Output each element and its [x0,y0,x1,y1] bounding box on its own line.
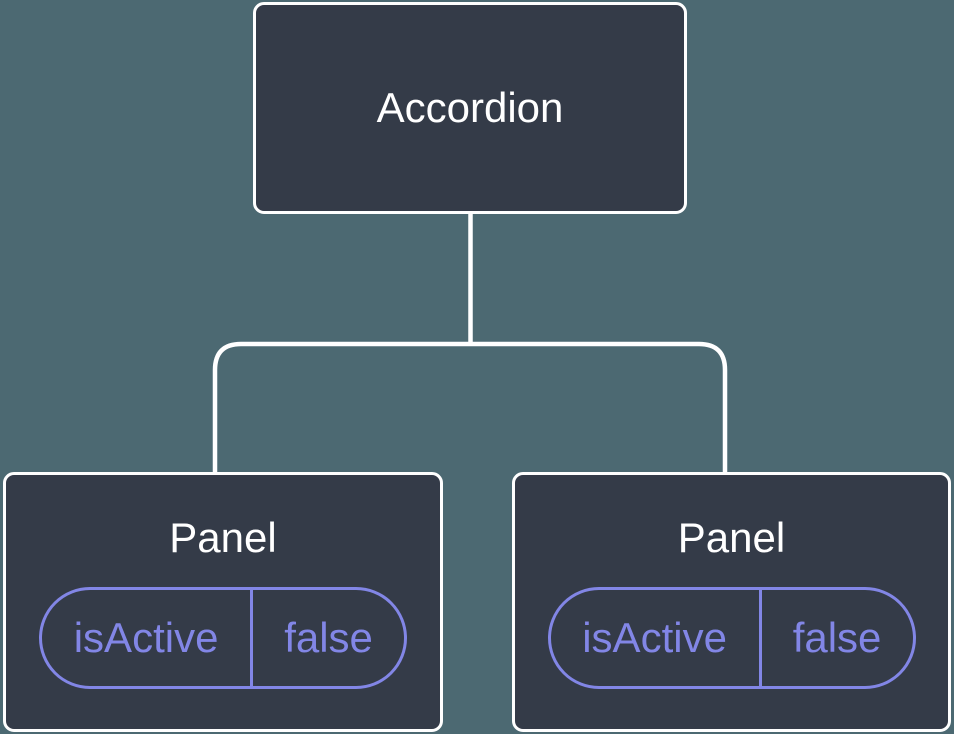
component-label-panel-left: Panel [169,513,277,561]
state-value-right: false [792,614,882,662]
component-label-panel-right: Panel [677,513,786,561]
state-value-left: false [284,614,373,662]
state-pill-right: isActive false [547,587,916,690]
connector-bracket-icon [212,341,728,473]
state-key-left: isActive [42,590,254,687]
component-node-panel-left: Panel isActive false [3,472,443,732]
component-label-accordion: Accordion [376,83,564,131]
state-pill-left: isActive false [39,587,407,690]
component-node-accordion: Accordion [253,2,687,214]
state-key-right: isActive [551,590,762,687]
component-node-panel-right: Panel isActive false [512,472,951,732]
